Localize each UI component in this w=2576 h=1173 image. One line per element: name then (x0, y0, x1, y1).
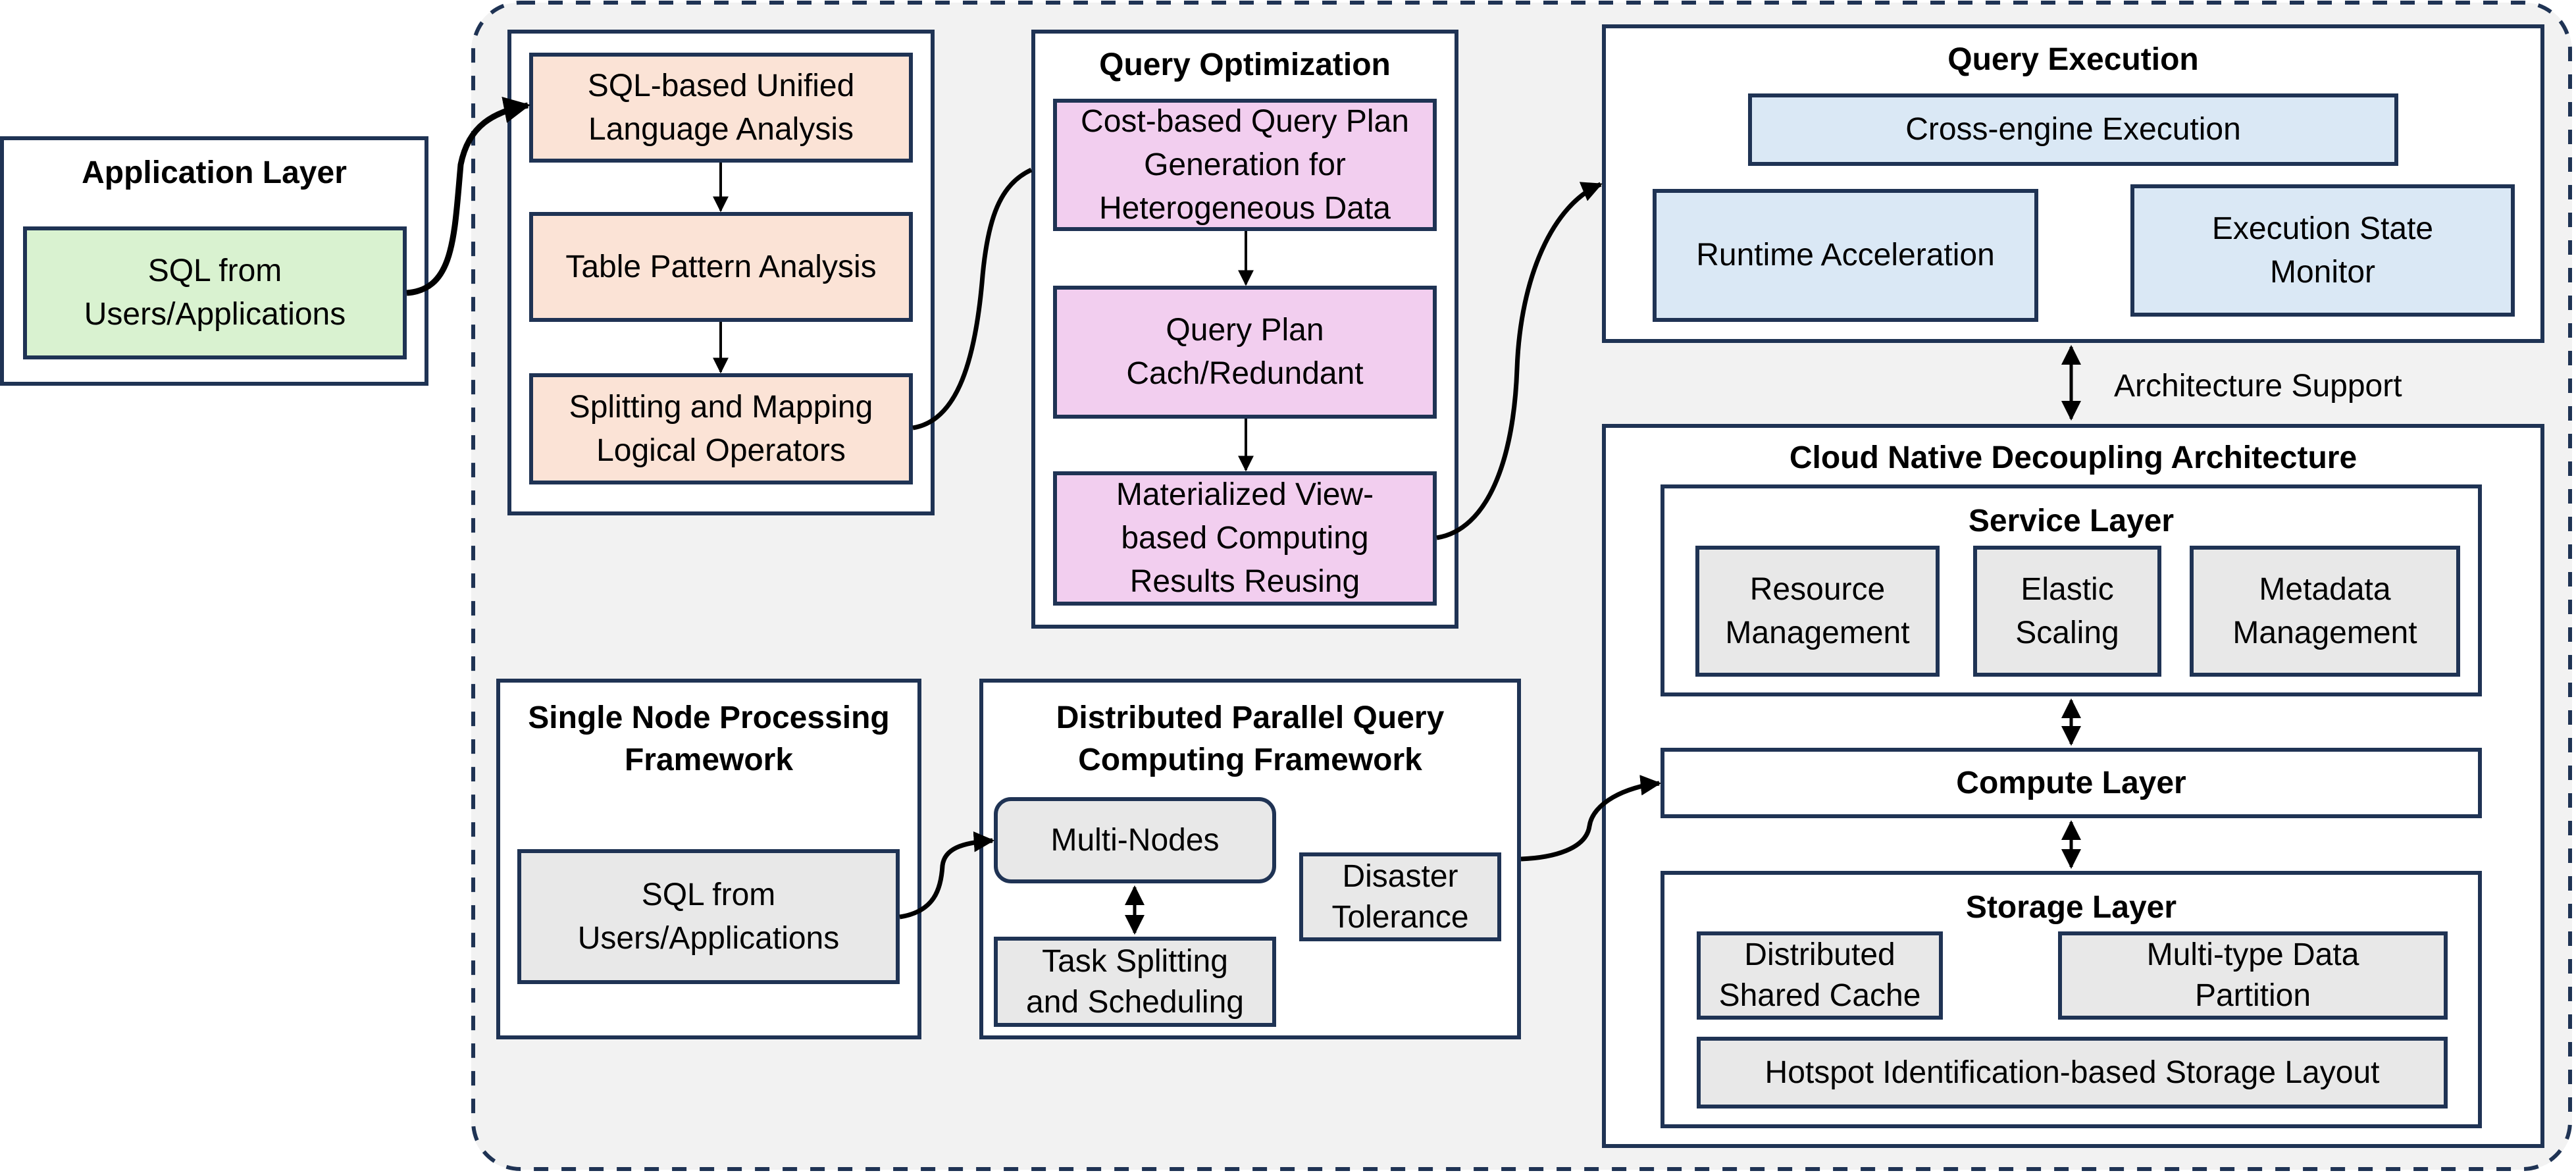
query-optimization-title: Query Optimization (1099, 47, 1391, 82)
metadata-management-box[interactable]: Metadata Management (2190, 546, 2460, 677)
compute-layer-panel[interactable]: Compute Layer (1661, 748, 2482, 818)
multi-nodes-box[interactable]: Multi-Nodes (994, 797, 1276, 883)
service-layer-title: Service Layer (1968, 504, 2175, 538)
single-node-sql-input-box[interactable]: SQL from Users/Applications (517, 849, 900, 984)
hotspot-storage-layout-box[interactable]: Hotspot Identification-based Storage Lay… (1697, 1037, 2448, 1108)
app-sql-input-box[interactable]: SQL from Users/Applications (23, 226, 407, 359)
cost-based-plan-generation-box[interactable]: Cost-based Query Plan Generation for Het… (1053, 99, 1437, 231)
compute-layer-title: Compute Layer (1956, 766, 2186, 800)
elastic-scaling-box[interactable]: Elastic Scaling (1973, 546, 2161, 677)
architecture-support-label: Architecture Support (2114, 369, 2402, 404)
query-plan-cache-box[interactable]: Query Plan Cach/Redundant (1053, 286, 1437, 419)
disaster-tolerance-box[interactable]: Disaster Tolerance (1299, 852, 1501, 941)
splitting-mapping-operators-box[interactable]: Splitting and Mapping Logical Operators (529, 373, 913, 484)
cloud-native-title: Cloud Native Decoupling Architecture (1789, 440, 2357, 475)
materialized-view-reuse-box[interactable]: Materialized View- based Computing Resul… (1053, 471, 1437, 606)
task-splitting-scheduling-box[interactable]: Task Splitting and Scheduling (994, 937, 1276, 1027)
multi-type-data-partition-box[interactable]: Multi-type Data Partition (2058, 931, 2448, 1020)
resource-management-box[interactable]: Resource Management (1695, 546, 1940, 677)
runtime-acceleration-box[interactable]: Runtime Acceleration (1653, 189, 2038, 322)
table-pattern-analysis-box[interactable]: Table Pattern Analysis (529, 212, 913, 322)
single-node-title: Single Node Processing Framework (528, 700, 890, 777)
storage-layer-title: Storage Layer (1965, 890, 2177, 925)
cross-engine-execution-box[interactable]: Cross-engine Execution (1748, 93, 2398, 166)
distributed-shared-cache-box[interactable]: Distributed Shared Cache (1697, 931, 1943, 1020)
distributed-framework-title: Distributed Parallel Query Computing Fra… (1056, 700, 1445, 777)
query-execution-title: Query Execution (1947, 42, 2199, 77)
application-layer-title: Application Layer (82, 155, 347, 190)
sql-unified-language-analysis-box[interactable]: SQL-based Unified Language Analysis (529, 53, 913, 163)
execution-state-monitor-box[interactable]: Execution State Monitor (2130, 184, 2515, 317)
